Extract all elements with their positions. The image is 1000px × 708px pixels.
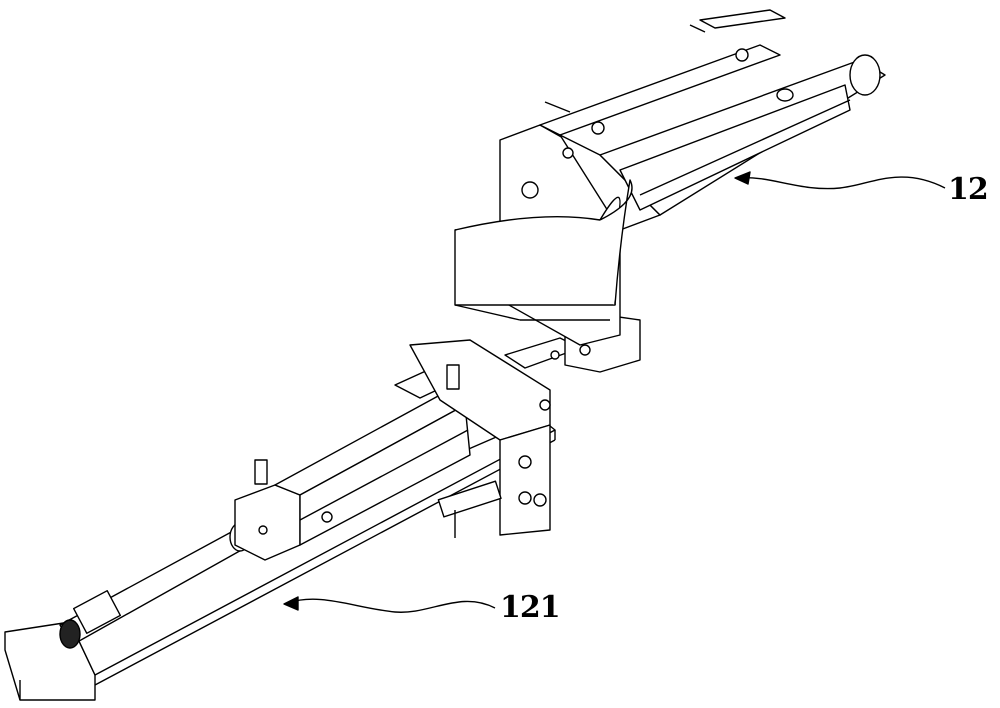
arrowhead-12 [735,172,750,184]
arrowhead-121 [284,597,298,610]
reference-label-12: 12 [948,172,988,207]
lower-base-rail [5,418,555,700]
leader-line-12 [738,177,945,189]
reference-label-121: 121 [500,590,560,625]
leader-line-121 [288,599,495,612]
